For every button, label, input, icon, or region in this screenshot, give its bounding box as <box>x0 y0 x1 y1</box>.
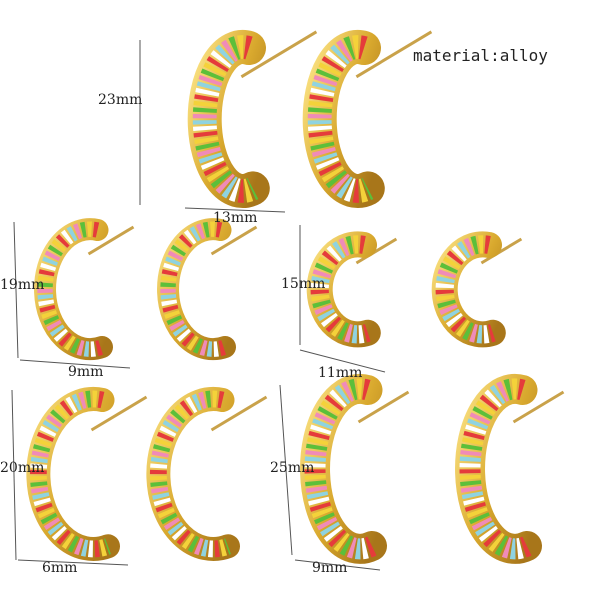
material-label: material:alloy <box>413 46 548 65</box>
width-label-set1: 13mm <box>213 210 258 226</box>
width-label-set3: 11mm <box>318 365 363 381</box>
height-label-set4: 20mm <box>0 460 45 476</box>
earring <box>157 218 258 361</box>
earrings <box>26 30 565 564</box>
height-label-set2: 19mm <box>0 277 45 293</box>
earring <box>34 218 135 361</box>
width-label-set4: 6mm <box>42 560 78 576</box>
earring <box>306 231 398 348</box>
width-label-set2: 9mm <box>68 364 104 380</box>
height-label-set3: 15mm <box>281 276 326 292</box>
earring <box>455 373 565 564</box>
earring <box>300 373 410 564</box>
earring <box>26 386 148 561</box>
earring <box>187 30 318 208</box>
dimension-lines <box>11 40 386 571</box>
height-label-set1: 23mm <box>98 92 143 108</box>
earring <box>302 30 433 208</box>
width-label-set5: 9mm <box>312 560 348 576</box>
earring <box>146 386 268 561</box>
earring <box>431 231 523 348</box>
height-label-set5: 25mm <box>270 460 315 476</box>
